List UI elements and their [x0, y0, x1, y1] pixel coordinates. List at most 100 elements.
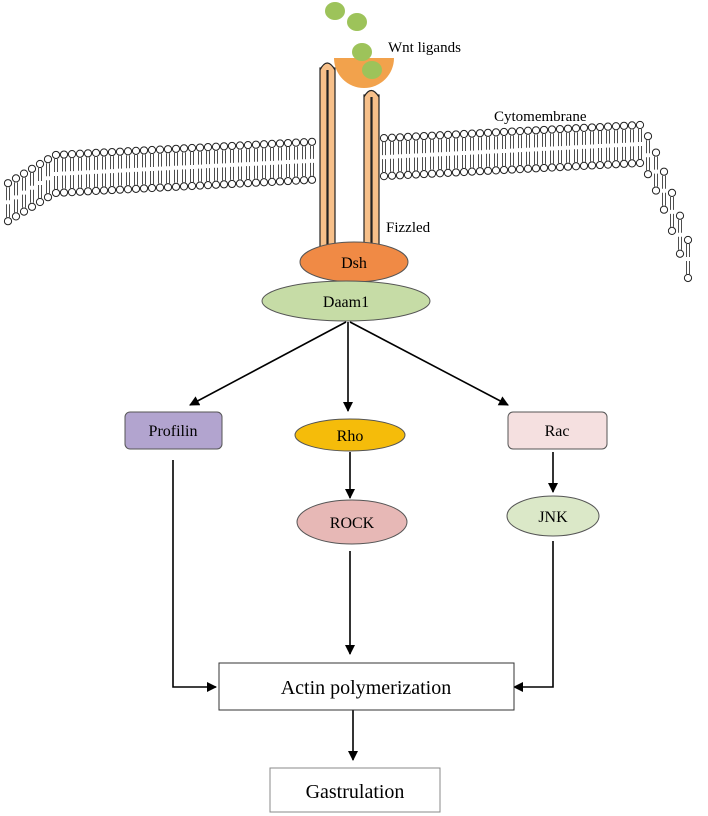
lipid-tail — [62, 158, 66, 189]
lipid-tail — [478, 137, 482, 168]
lipid-head — [667, 188, 677, 197]
lipid-head — [267, 139, 277, 148]
lipid-head — [51, 188, 61, 198]
arrow-profilin-to-actin — [172, 460, 217, 692]
lipid-head — [67, 150, 77, 159]
lipid-head — [475, 129, 485, 138]
lipid-head — [131, 184, 141, 193]
lipid-head — [251, 140, 261, 149]
lipid-tail — [94, 156, 98, 187]
lipid-head — [443, 130, 453, 139]
daam1-label: Daam1 — [323, 294, 369, 311]
lipid-tail — [134, 154, 138, 185]
lipid-head — [3, 217, 13, 226]
lipid-tail — [86, 157, 90, 188]
lipid-head — [467, 167, 477, 176]
lipid-head — [395, 133, 405, 142]
lipid-head — [483, 166, 493, 175]
lipid-tail — [414, 140, 418, 171]
jnk-label: JNK — [538, 509, 568, 526]
lipid-head — [227, 179, 237, 189]
lipid-head — [459, 129, 469, 139]
profilin-label: Profilin — [149, 423, 198, 440]
lipid-tail — [678, 219, 682, 250]
lipid-head — [235, 179, 245, 188]
lipid-head — [123, 147, 133, 156]
lipid-head — [307, 137, 317, 146]
lipid-tail — [534, 134, 538, 165]
lipid-tail — [302, 146, 306, 177]
lipid-tail — [110, 156, 114, 187]
lipid-head — [99, 186, 109, 195]
lipid-tail — [526, 134, 530, 165]
arrow-jnk-to-actin — [513, 541, 554, 692]
rac-label: Rac — [545, 423, 570, 440]
lipid-head — [443, 168, 453, 177]
lipid-head — [227, 141, 237, 151]
rock-node — [296, 499, 408, 545]
lipid-head — [259, 178, 269, 187]
lipid-tail — [406, 140, 410, 171]
lipid-head — [187, 143, 197, 153]
lipid-head — [27, 202, 37, 211]
lipid-head — [603, 122, 613, 131]
lipid-tail — [310, 145, 314, 176]
wnt-ligand — [325, 2, 345, 20]
lipid-head — [635, 158, 645, 168]
lipid-head — [163, 145, 173, 154]
lipid-head — [195, 181, 205, 190]
lipid-head — [147, 183, 157, 193]
lipid-head — [179, 144, 189, 153]
lipid-head — [667, 226, 677, 235]
lipid-head — [123, 185, 133, 194]
lipid-head — [419, 131, 429, 141]
lipid-tail — [686, 243, 690, 274]
lipid-tail — [398, 141, 402, 172]
lipid-head — [35, 159, 45, 169]
lipid-head — [435, 131, 445, 140]
receptor-loop — [319, 62, 336, 71]
lipid-tail — [430, 139, 434, 170]
lipid-tail — [662, 175, 666, 206]
lipid-tail — [670, 196, 674, 227]
lipid-tail — [582, 131, 586, 162]
lipid-tail — [150, 154, 154, 185]
profilin-node — [124, 411, 223, 450]
lipid-head — [547, 163, 557, 172]
lipid-head — [75, 149, 85, 158]
lipid-head — [203, 143, 213, 152]
lipid-head — [571, 162, 581, 171]
lipid-head — [675, 249, 685, 258]
lipid-head — [395, 171, 405, 180]
lipid-tail — [38, 168, 42, 198]
lipid-head — [555, 163, 565, 172]
lipid-tail — [542, 133, 546, 164]
lipid-head — [107, 147, 117, 157]
wnt-ligand — [347, 13, 367, 31]
lipid-tail — [422, 140, 426, 171]
lipid-tail — [606, 130, 610, 161]
lipid-head — [283, 138, 293, 148]
lipid-head — [523, 126, 533, 135]
lipid-tail — [590, 131, 594, 162]
dsh-label: Dsh — [341, 255, 367, 272]
lipid-head — [419, 169, 429, 179]
lipid-head — [35, 197, 45, 207]
lipid-head — [611, 160, 621, 169]
lipid-head — [555, 125, 565, 134]
lipid-head — [451, 168, 461, 177]
lipid-head — [99, 148, 109, 157]
lipid-head — [379, 172, 389, 181]
lipid-head — [131, 146, 141, 155]
lipid-head — [627, 121, 637, 130]
lipid-tail — [206, 151, 210, 182]
lipid-head — [259, 140, 269, 149]
lipid-tail — [46, 163, 50, 194]
lipid-tail — [654, 156, 658, 187]
lipid-head — [59, 188, 69, 197]
lipid-head — [491, 128, 501, 137]
daam1-node — [261, 280, 431, 322]
receptor-helix — [327, 67, 336, 259]
receptor-helix — [363, 94, 372, 259]
wnt-ligand — [352, 43, 372, 61]
